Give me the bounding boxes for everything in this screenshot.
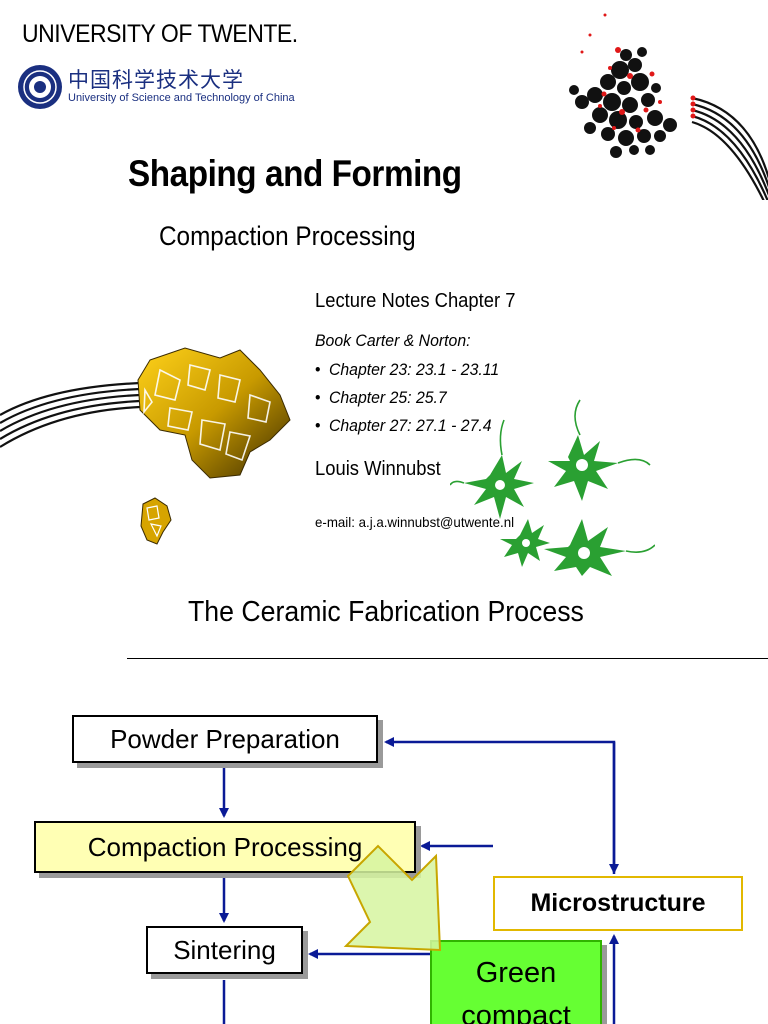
green-compact-box: Green compact — [430, 940, 602, 1024]
chapter-item: Chapter 25: 25.7 — [315, 386, 499, 414]
green-compact-line1: Green — [475, 957, 557, 989]
chapter-list: Chapter 23: 23.1 - 23.11 Chapter 25: 25.… — [315, 358, 499, 442]
powder-preparation-box: Powder Preparation — [72, 715, 378, 763]
chapter-item: Chapter 23: 23.1 - 23.11 — [315, 358, 499, 386]
ustc-chinese-name: 中国科学技术大学 — [68, 68, 244, 92]
slide-subtitle: Compaction Processing — [159, 221, 416, 251]
green-compact-line2: compact — [461, 1000, 571, 1024]
swoosh-lines-icon — [690, 95, 768, 200]
green-star-icon — [450, 399, 655, 576]
gold-grain-icon — [137, 347, 291, 479]
author-name: Louis Winnubst — [315, 458, 441, 480]
process-slide: The Ceramic Fabrication Process Powder P… — [0, 576, 768, 1024]
title-slide: UNIVERSITY OF TWENTE. 中国科学技术大学 Universit… — [0, 0, 768, 576]
flow-arrows — [219, 737, 619, 1024]
process-title: The Ceramic Fabrication Process — [188, 596, 584, 628]
ustc-seal-icon — [18, 65, 62, 109]
big-down-right-arrow — [343, 844, 442, 952]
ustc-english-name: University of Science and Technology of … — [68, 92, 295, 104]
microstructure-box: Microstructure — [493, 876, 743, 931]
title-divider — [127, 658, 768, 659]
sintering-box: Sintering — [146, 926, 303, 974]
swoosh-lines-icon — [0, 381, 140, 448]
chapter-item: Chapter 27: 27.1 - 27.4 — [315, 414, 499, 442]
lecture-notes: Lecture Notes Chapter 7 — [315, 290, 516, 312]
slide-title: Shaping and Forming — [128, 153, 462, 194]
author-email: e-mail: a.j.a.winnubst@utwente.nl — [315, 514, 515, 530]
book-reference: Book Carter & Norton: — [315, 331, 471, 350]
university-name: UNIVERSITY OF TWENTE. — [22, 20, 298, 48]
compaction-processing-box: Compaction Processing — [34, 821, 416, 873]
particle-cluster-icon — [569, 13, 677, 158]
gold-grain-icon — [140, 497, 172, 545]
